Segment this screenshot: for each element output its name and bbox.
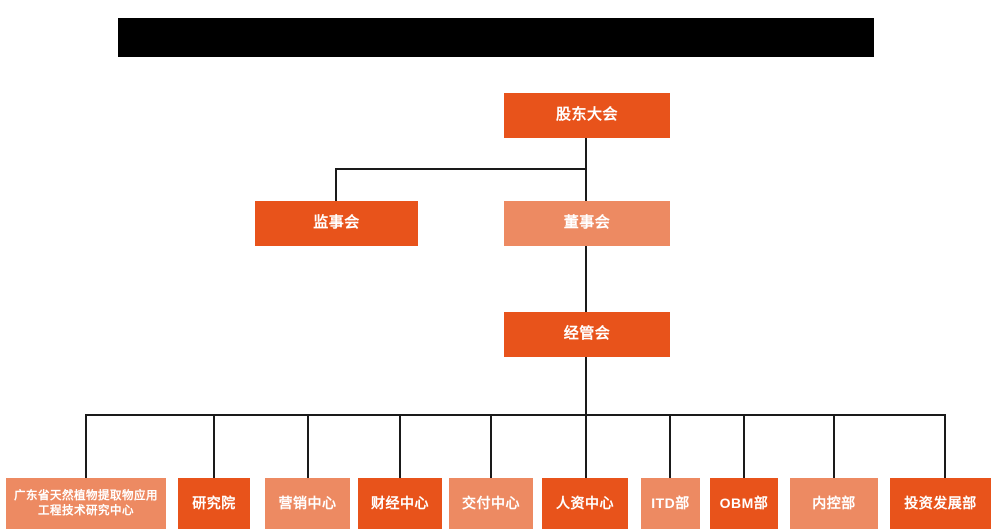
node-board-of-supervisors[interactable]: 监事会	[255, 201, 418, 246]
dept-box-hr-center[interactable]: 人资中心	[542, 478, 628, 529]
dept-box-marketing-center[interactable]: 营销中心	[265, 478, 350, 529]
connector-directors-to-management	[585, 246, 587, 312]
connector-drop-dept-9	[833, 414, 835, 478]
dept-box-itd-department[interactable]: ITD部	[641, 478, 700, 529]
node-management-committee[interactable]: 经管会	[504, 312, 670, 357]
dept-box-finance-center[interactable]: 财经中心	[358, 478, 442, 529]
connector-management-down	[585, 357, 587, 415]
dept-box-internal-control[interactable]: 内控部	[790, 478, 878, 529]
connector-drop-dept-3	[307, 414, 309, 478]
connector-department-bus	[86, 414, 946, 416]
connector-drop-dept-7	[669, 414, 671, 478]
connector-drop-dept-2	[213, 414, 215, 478]
dept-box-research-institute[interactable]: 研究院	[178, 478, 250, 529]
connector-drop-dept-1	[85, 414, 87, 478]
connector-drop-dept-8	[743, 414, 745, 478]
dept-box-guangdong-research-center[interactable]: 广东省天然植物提取物应用工程技术研究中心	[6, 478, 166, 529]
connector-directors-drop	[585, 168, 587, 201]
connector-drop-dept-4	[399, 414, 401, 478]
connector-drop-dept-10	[944, 414, 946, 478]
node-shareholders-meeting[interactable]: 股东大会	[504, 93, 670, 138]
node-board-of-directors[interactable]: 董事会	[504, 201, 670, 246]
dept-box-investment-development[interactable]: 投资发展部	[890, 478, 991, 529]
connector-shareholders-down	[585, 138, 587, 169]
connector-supervisors-drop	[335, 168, 337, 201]
dept-box-obm-department[interactable]: OBM部	[710, 478, 778, 529]
dept-box-delivery-center[interactable]: 交付中心	[449, 478, 533, 529]
connector-drop-dept-5	[490, 414, 492, 478]
redacted-title-bar	[118, 18, 874, 57]
connector-shareholders-bus	[335, 168, 587, 170]
connector-drop-dept-6	[585, 414, 587, 478]
